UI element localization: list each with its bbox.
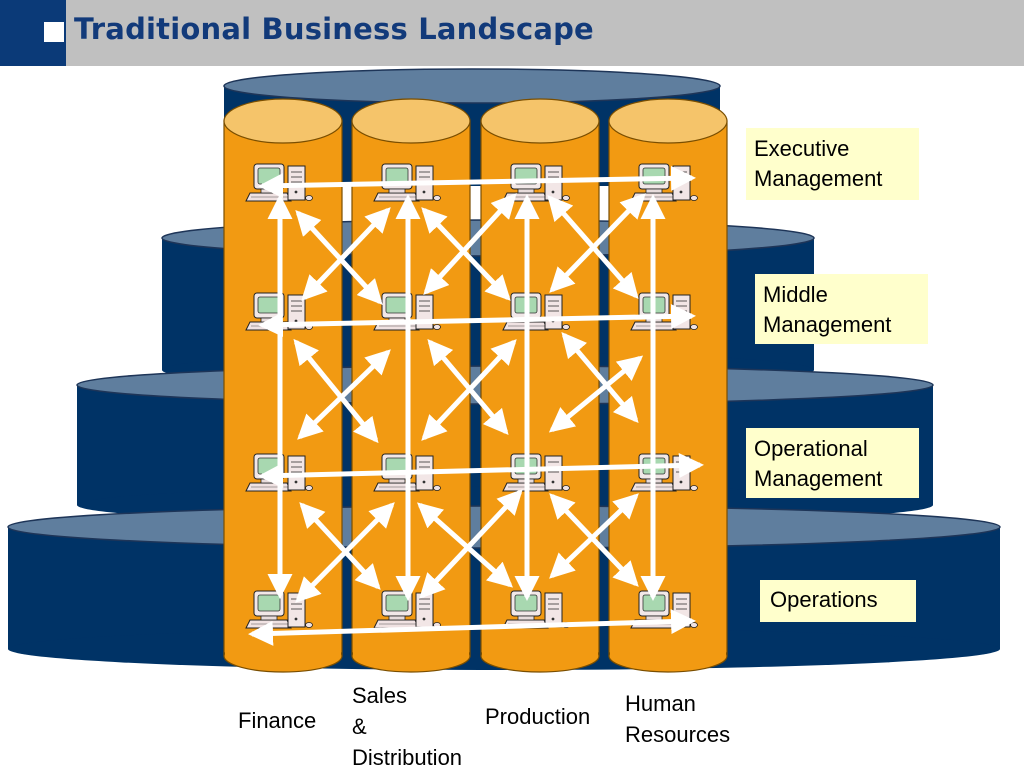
computer-icon (502, 453, 570, 492)
connection-arrows (248, 165, 704, 646)
arrow-diagonal (423, 193, 517, 295)
arrow-diagonal (549, 493, 639, 579)
arrow-horizontal (258, 303, 696, 338)
slide-title: Traditional Business Landscape (74, 12, 594, 46)
arrow-horizontal (248, 609, 696, 646)
label-operations: Operations (760, 580, 916, 622)
department-label-production: Production (485, 704, 591, 729)
department-label-sales-distribution: Sales & Distribution (352, 683, 463, 770)
arrow-horizontal (258, 453, 704, 488)
arrow-diagonal (549, 193, 646, 293)
arrow-diagonal (421, 339, 517, 441)
department-label-human-resources: Human Resources (625, 691, 731, 747)
department-label-finance: Finance (238, 708, 317, 733)
computer-icon (630, 292, 698, 331)
arrow-diagonal (548, 355, 644, 433)
arrow-diagonal (301, 207, 391, 301)
arrow-diagonal (297, 349, 391, 440)
computer-icon (630, 453, 698, 492)
arrow-diagonal (419, 489, 523, 599)
title-bar: Traditional Business Landscape (0, 0, 1024, 66)
computer-icon (502, 292, 570, 331)
computer-icon (245, 163, 313, 202)
label-operational-management: Operational Management (746, 428, 919, 498)
label-middle-management: Middle Management (755, 274, 928, 344)
title-bullet-icon (44, 22, 64, 42)
arrow-diagonal (295, 502, 395, 603)
label-executive-management: Executive Management (746, 128, 919, 200)
arrow-horizontal (258, 165, 696, 199)
